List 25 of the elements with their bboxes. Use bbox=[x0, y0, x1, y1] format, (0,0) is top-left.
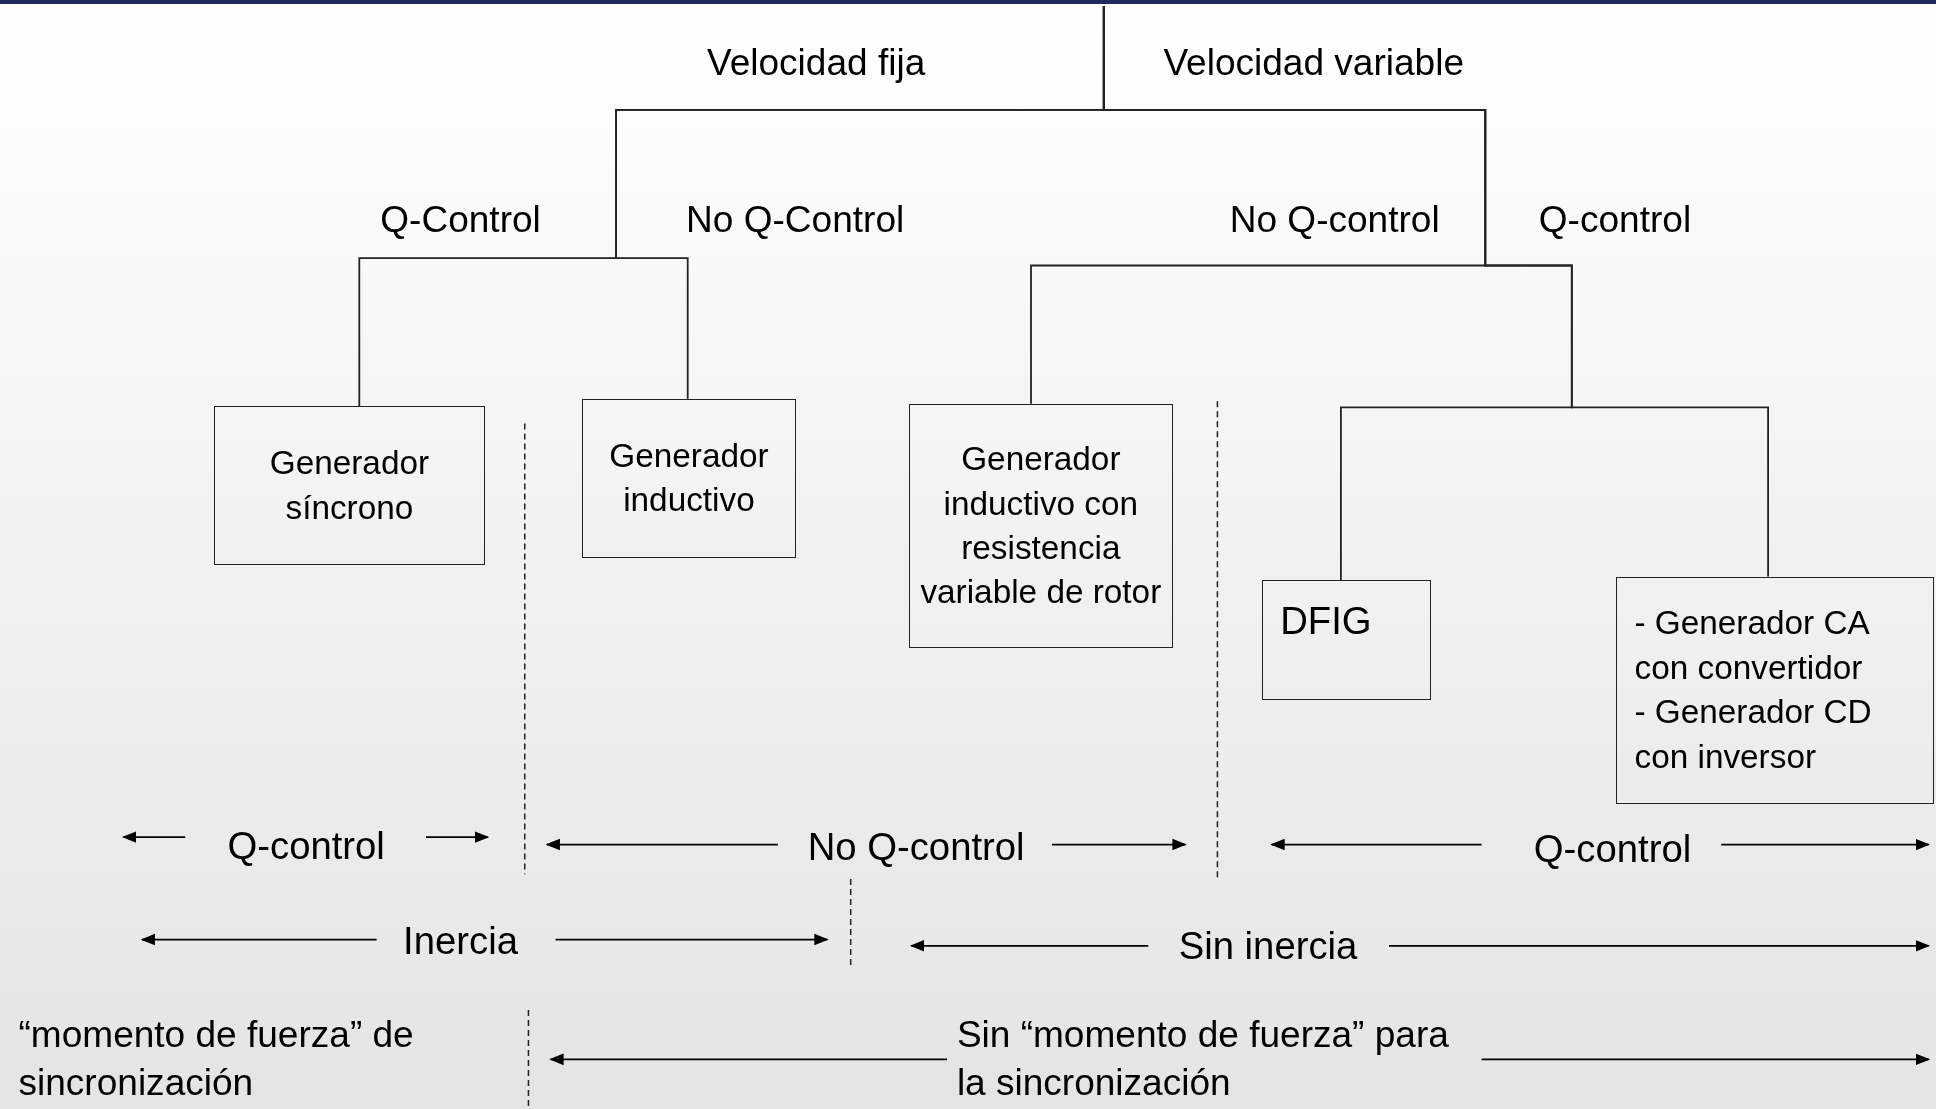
range-label: Q-control bbox=[227, 822, 385, 869]
branch-label: Velocidad fija bbox=[707, 39, 926, 84]
range-label: Inercia bbox=[403, 917, 518, 964]
generator-box bbox=[581, 398, 797, 559]
generator-box bbox=[213, 406, 486, 566]
box-text: Generador síncrono bbox=[268, 443, 431, 528]
tree-connector bbox=[1102, 5, 1769, 578]
box-text: Generador inductivo bbox=[608, 436, 770, 521]
range-label: No Q-control bbox=[807, 824, 1025, 870]
branch-label: Q-control bbox=[1538, 196, 1692, 241]
generator-box bbox=[1616, 576, 1934, 804]
box-text: - Generador CA con convertidor bbox=[1634, 603, 1870, 688]
generator-box bbox=[908, 403, 1173, 649]
box-text: DFIG bbox=[1280, 598, 1372, 645]
branch-label: Velocidad variable bbox=[1163, 39, 1464, 84]
branch-label: No Q-Control bbox=[686, 196, 905, 241]
range-label: Sin “momento de fuerza” para la sincronización bbox=[956, 1011, 1450, 1106]
box-text: Generador inductivo con resistencia variable de rotor bbox=[919, 439, 1163, 613]
range-label: Q-control bbox=[1533, 826, 1692, 873]
branch-label: Q-Control bbox=[380, 196, 541, 241]
range-label: “momento de fuerza” de sincronización bbox=[18, 1011, 415, 1106]
branch-label: No Q-control bbox=[1229, 196, 1440, 241]
generator-box bbox=[1261, 580, 1431, 701]
box-text: - Generador CD con inversor bbox=[1634, 692, 1873, 777]
range-label: Sin inercia bbox=[1178, 922, 1358, 969]
